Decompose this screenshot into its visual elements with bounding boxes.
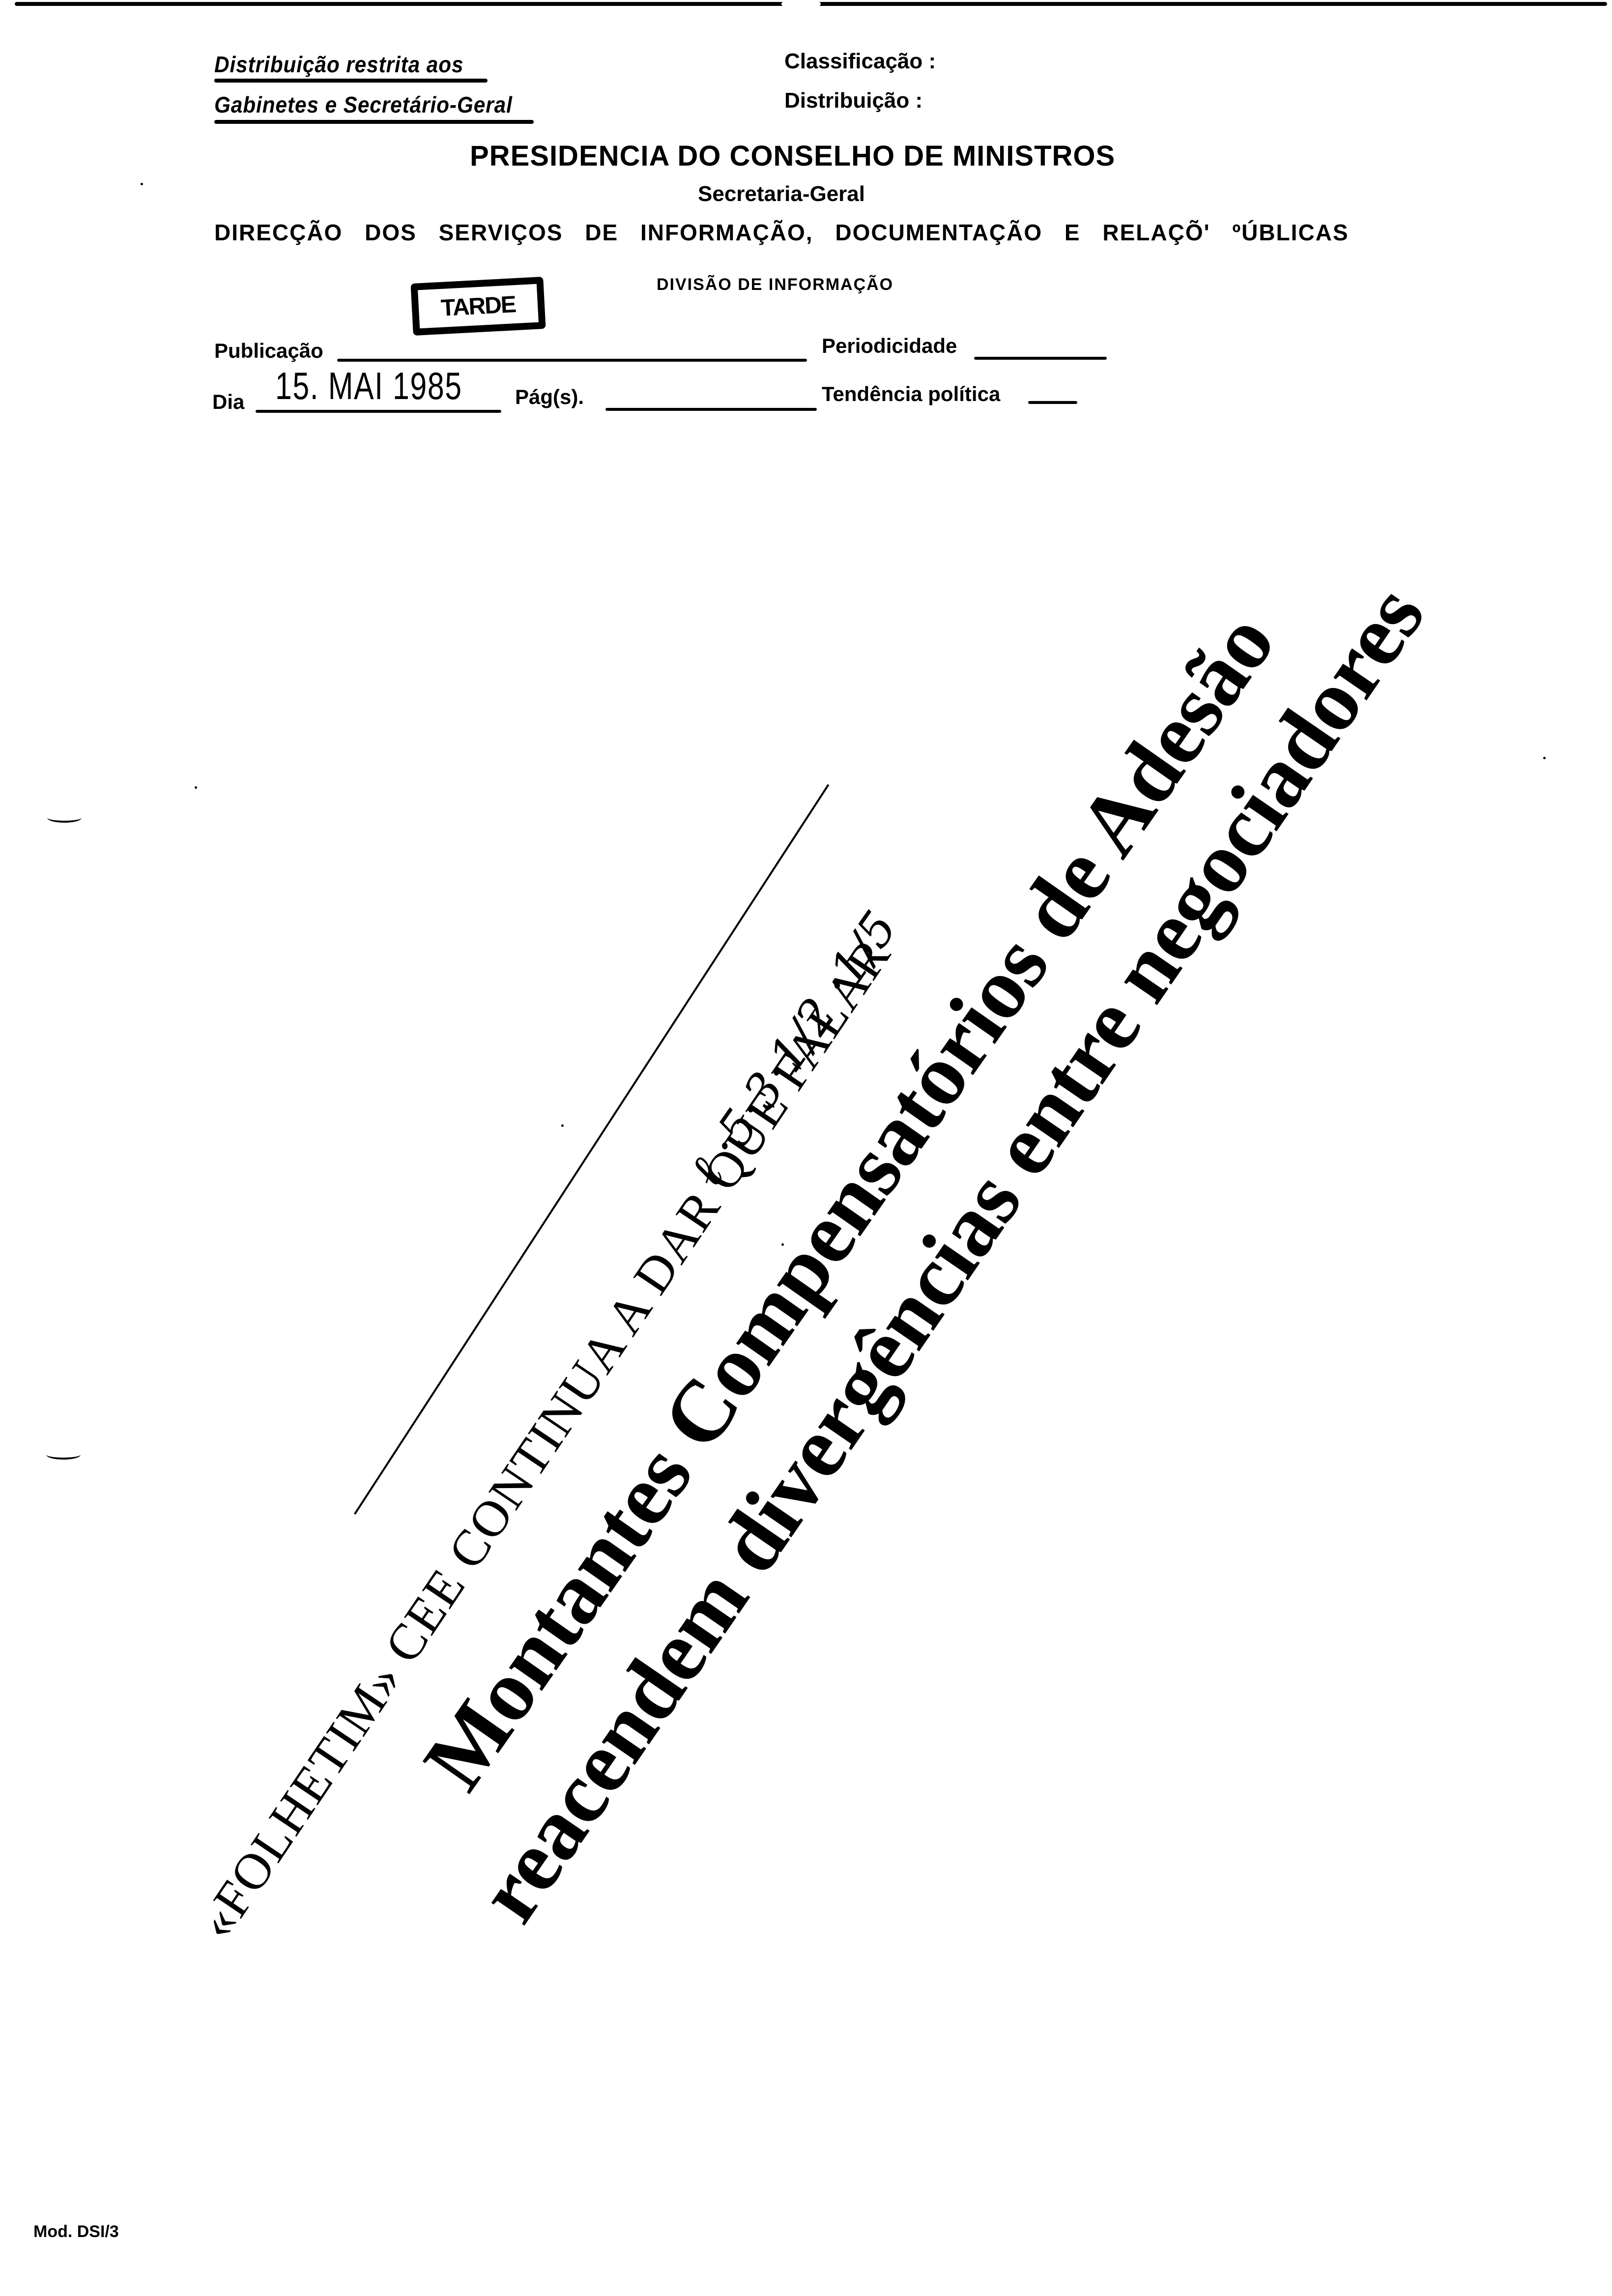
scan-speck — [561, 1124, 564, 1127]
political-tendency-field-line[interactable] — [1028, 401, 1077, 404]
publication-label: Publicação — [214, 339, 323, 362]
directorate-line: DIRECÇÃO DOS SERVIÇOS DE INFORMAÇÃO, DOC… — [214, 220, 1349, 245]
stamp-text: TARDE — [440, 291, 517, 321]
scan-speck — [141, 183, 143, 185]
margin-mark-upper — [47, 813, 82, 823]
institution-title: PRESIDENCIA DO CONSELHO DE MINISTROS — [470, 140, 1116, 172]
date-stamp-value: 15. MAI 1985 — [275, 364, 462, 407]
edition-stamp: TARDE — [410, 277, 546, 336]
margin-mark-lower — [46, 1450, 81, 1460]
secretariat-subtitle: Secretaria-Geral — [698, 182, 865, 206]
publication-field-line[interactable] — [337, 359, 807, 362]
scan-speck — [195, 786, 197, 789]
pages-label: Pág(s). — [515, 385, 584, 408]
periodicity-label: Periodicidade — [822, 334, 957, 357]
top-edge-gap — [781, 2, 821, 6]
underline-1b — [214, 79, 488, 83]
classification-label: Classificação : — [784, 49, 936, 73]
scan-speck — [1543, 757, 1546, 759]
restricted-distribution-line1: Distribuição restrita aos — [214, 52, 464, 77]
day-field-line[interactable] — [256, 410, 501, 413]
underline-2 — [214, 120, 534, 124]
pages-field-line[interactable] — [605, 408, 817, 411]
political-tendency-label: Tendência política — [822, 382, 1001, 405]
division-label: DIVISÃO DE INFORMAÇÃO — [657, 275, 894, 294]
clipping-headline-line2: reacendem divergências entre negociadore… — [459, 568, 1443, 1939]
day-label: Dia — [212, 390, 245, 413]
periodicity-field-line[interactable] — [974, 357, 1107, 360]
scan-speck — [781, 1243, 784, 1246]
restricted-distribution-line2: Gabinetes e Secretário-Geral — [214, 92, 513, 117]
form-code: Mod. DSI/3 — [33, 2222, 119, 2241]
distribution-label: Distribuição : — [784, 88, 923, 113]
clipping-headline-line1: Montantes Compensatórios de Adesão — [404, 596, 1293, 1807]
